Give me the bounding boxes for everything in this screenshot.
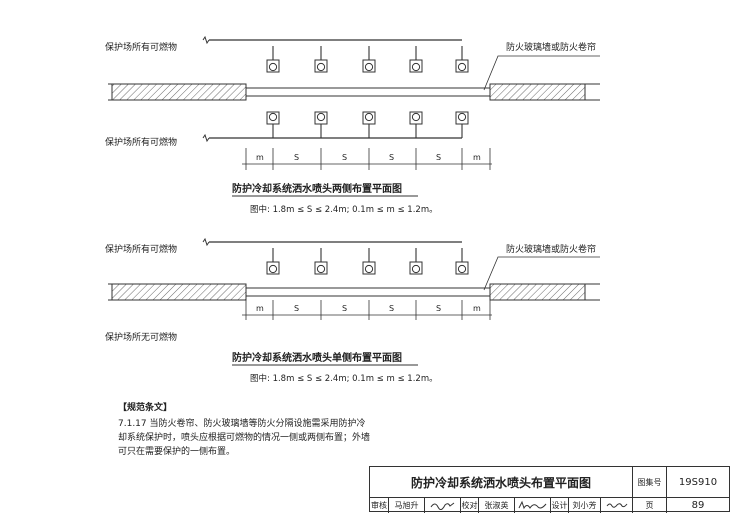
atlas-no-label: 图集号 — [632, 467, 666, 497]
diagram-single-side: 保护场所有可燃物 防火玻璃墙或防火卷帘 — [105, 237, 600, 384]
reviewer-name: 马旭升 — [388, 497, 424, 513]
clause-line: 却系统保护时，喷头应根据可燃物的情况一侧或两侧布置；外墙 — [118, 433, 371, 443]
diagram-title-1: 防护冷却系统洒水喷头两侧布置平面图 — [232, 182, 402, 195]
dim-m-left: m — [256, 153, 264, 162]
branch-pipe-bottom — [202, 133, 462, 143]
dim2-m-right: m — [473, 304, 481, 313]
diagram-note-2: 图中: 1.8m ≤ S ≤ 2.4m; 0.1m ≤ m ≤ 1.2m。 — [250, 373, 438, 384]
title-block: 防护冷却系统洒水喷头布置平面图 图集号 19S910 审核 马旭升 校对 张淑英… — [369, 466, 730, 513]
designer-signature — [600, 497, 632, 513]
dimension-line-1: m S S S S m — [242, 148, 492, 170]
wall-section-2 — [108, 256, 600, 301]
dim2-s-2: S — [342, 304, 347, 313]
checker-name: 张淑英 — [478, 497, 514, 513]
label-protect-flammable-bottom: 保护场所有可燃物 — [105, 136, 177, 148]
page-number: 89 — [666, 497, 729, 513]
page-label: 页 — [632, 497, 666, 513]
diagram-note-1: 图中: 1.8m ≤ S ≤ 2.4m; 0.1m ≤ m ≤ 1.2m。 — [250, 204, 438, 215]
label-fire-barrier-1: 防火玻璃墙或防火卷帘 — [506, 41, 596, 53]
wall-section-1 — [108, 55, 600, 101]
check-label: 校对 — [460, 497, 478, 513]
dim2-s-3: S — [389, 304, 394, 313]
design-label: 设计 — [550, 497, 568, 513]
label-protect-nonflammable: 保护场所无可燃物 — [105, 331, 177, 343]
dim2-m-left: m — [256, 304, 264, 313]
dim2-s-1: S — [294, 304, 299, 313]
dim-s-2: S — [342, 153, 347, 162]
clause-line: 可只在需要保护的一侧布置。 — [118, 447, 236, 457]
dim-m-right: m — [473, 153, 481, 162]
clause-title: 【规范条文】 — [118, 403, 173, 413]
dim2-s-4: S — [436, 304, 441, 313]
label-fire-barrier-2: 防火玻璃墙或防火卷帘 — [506, 243, 596, 255]
clause-body: 7.1.17 当防火卷帘、防火玻璃墙等防火分隔设施需采用防护冷 却系统保护时，喷… — [118, 417, 418, 459]
clause-line: 7.1.17 当防火卷帘、防火玻璃墙等防火分隔设施需采用防护冷 — [118, 419, 366, 429]
reviewer-signature — [424, 497, 460, 513]
branch-pipe-top — [202, 35, 462, 45]
diagram-both-sides: 保护场所有可燃物 防火玻璃墙或防火卷帘 — [105, 35, 600, 215]
dim-s-3: S — [389, 153, 394, 162]
designer-name: 刘小芳 — [568, 497, 600, 513]
review-label: 审核 — [371, 500, 387, 510]
checker-signature — [514, 497, 550, 513]
diagram-title-2: 防护冷却系统洒水喷头单侧布置平面图 — [232, 351, 402, 364]
title-block-title: 防护冷却系统洒水喷头布置平面图 — [410, 475, 591, 490]
branch-pipe-single — [202, 237, 462, 247]
atlas-no: 19S910 — [666, 467, 729, 497]
dim-s-4: S — [436, 153, 441, 162]
dim-s-1: S — [294, 153, 299, 162]
label-protect-flammable-top: 保护场所有可燃物 — [105, 41, 177, 53]
label-protect-flammable-2: 保护场所有可燃物 — [105, 243, 177, 255]
dimension-line-2: m S S S S m — [242, 300, 492, 320]
